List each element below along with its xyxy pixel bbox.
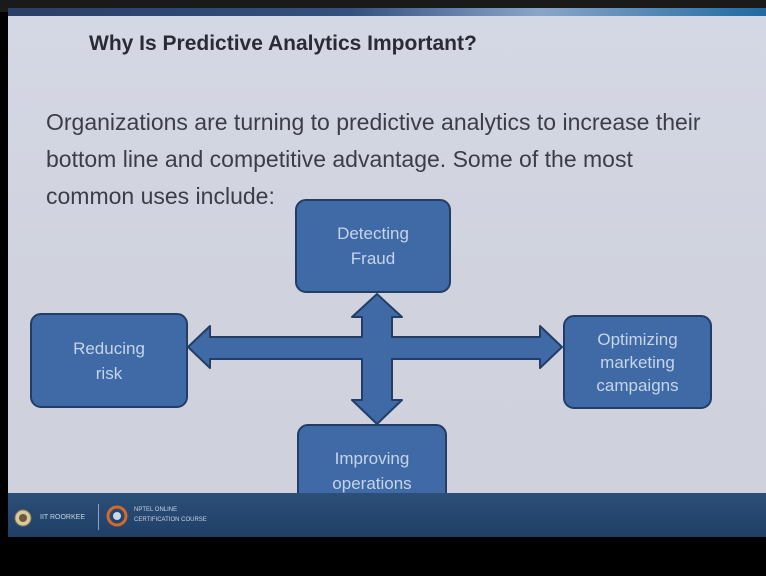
box-top-line-2: Fraud xyxy=(350,249,396,268)
footer-bar xyxy=(8,493,766,537)
box-right xyxy=(563,315,712,409)
slide-top-accent-bar xyxy=(8,8,766,16)
course-line-1: NPTEL ONLINE xyxy=(134,507,178,513)
box-label-top: Detecting Fraud xyxy=(296,200,450,292)
box-left xyxy=(30,313,188,408)
body-line-1: Organizations are turning to predictive … xyxy=(46,109,701,135)
box-label-right: Optimizing marketing campaigns xyxy=(564,316,711,408)
slide-title: Why Is Predictive Analytics Important? xyxy=(89,32,477,55)
course-line-2: CERTIFICATION COURSE xyxy=(134,517,207,523)
institute-name: IIT ROORKEE xyxy=(40,514,85,521)
body-line-3: common uses include: xyxy=(46,183,275,209)
four-way-arrow xyxy=(187,293,563,425)
box-right-line-2: marketing xyxy=(600,352,675,372)
box-left-line-1: Reducing xyxy=(73,338,145,358)
box-right-line-1: Optimizing xyxy=(597,329,678,349)
box-top-line-1: Detecting xyxy=(337,224,409,243)
box-bottom-line-2: operations xyxy=(332,474,412,493)
box-right-line-3: campaigns xyxy=(596,375,679,395)
bottom-black-band xyxy=(0,537,766,576)
body-line-2: bottom line and competitive advantage. S… xyxy=(46,146,633,172)
box-bottom-line-1: Improving xyxy=(334,449,410,468)
footer-divider xyxy=(98,504,99,530)
box-label-bottom: Improving operations xyxy=(298,425,446,517)
box-label-left: Reducing risk xyxy=(31,314,187,407)
nptel-logo-icon xyxy=(106,505,128,527)
slide-body-text: Organizations are turning to predictive … xyxy=(46,104,761,215)
box-left-line-2: risk xyxy=(95,363,123,383)
iit-logo-icon xyxy=(14,509,32,527)
box-top xyxy=(295,199,451,293)
